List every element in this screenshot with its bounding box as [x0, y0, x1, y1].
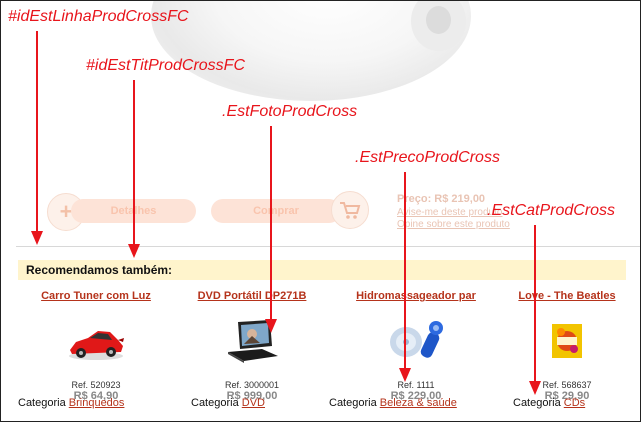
arrowhead-icon — [529, 381, 541, 395]
category-link[interactable]: Brinquedos — [68, 397, 125, 409]
annotation-label: .EstCatProdCross — [487, 202, 616, 219]
product-name-link[interactable]: DVD Portátil DP271B — [197, 290, 307, 302]
product-price: R$ 229,00 — [390, 390, 442, 402]
product-card: Carro Tuner com Luz Ref. 520923 R$ 64,90 — [21, 290, 171, 402]
product-name-link[interactable]: Hidromassageador par — [356, 290, 476, 302]
annotation-label: #idEstTitProdCrossFC — [86, 57, 246, 74]
category-link[interactable]: DVD — [241, 397, 265, 409]
arrowhead-icon — [265, 319, 277, 333]
notify-link[interactable]: Avise-me deste produto — [397, 207, 503, 218]
background-price: Preço: R$ 219,00 — [397, 193, 486, 205]
product-price: R$ 64,90 — [73, 390, 119, 402]
product-ref: Ref. 520923 — [71, 380, 121, 390]
arrowhead-icon — [31, 231, 43, 245]
product-card: Love - The Beatles Ref. 568637 R$ 29,90 — [492, 290, 640, 402]
cart-icon — [331, 191, 369, 229]
cross-sell-divider-line — [16, 246, 640, 247]
product-name-link[interactable]: Carro Tuner com Luz — [41, 290, 151, 302]
arrowhead-icon — [399, 368, 411, 382]
category-link[interactable]: CDs — [563, 397, 586, 409]
product-category: Categoria DVD — [191, 397, 265, 409]
portable-dvd-icon[interactable] — [222, 316, 282, 368]
product-ref: Ref. 1111 — [397, 380, 435, 390]
product-card: DVD Portátil DP271B Ref. 3000001 R$ 999,… — [177, 290, 327, 402]
product-category: Categoria Beleza & saúde — [329, 397, 457, 409]
category-link[interactable]: Beleza & saúde — [379, 397, 457, 409]
product-category: Categoria CDs — [513, 397, 586, 409]
product-price: R$ 999,00 — [226, 390, 278, 402]
product-price: R$ 29,90 — [544, 390, 590, 402]
cd-cover-icon[interactable] — [537, 316, 597, 368]
toy-car-icon[interactable] — [66, 316, 126, 368]
annotation-label: .EstPrecoProdCross — [355, 149, 500, 166]
review-link[interactable]: Opine sobre este produto — [397, 219, 510, 230]
arrowhead-icon — [128, 244, 140, 258]
buy-button[interactable]: Comprar — [211, 199, 341, 223]
cross-sell-title: Recomendamos também: — [26, 263, 173, 277]
cross-sell-title-bar: Recomendamos também: — [18, 260, 626, 280]
product-name-link[interactable]: Love - The Beatles — [518, 290, 616, 302]
product-category: Categoria Brinquedos — [18, 397, 125, 409]
product-image-detail — [426, 6, 451, 34]
annotation-label: #idEstLinhaProdCrossFC — [8, 8, 189, 25]
product-ref: Ref. 3000001 — [224, 380, 280, 390]
product-ref: Ref. 568637 — [542, 380, 592, 390]
annotation-label: .EstFotoProdCross — [222, 103, 358, 120]
